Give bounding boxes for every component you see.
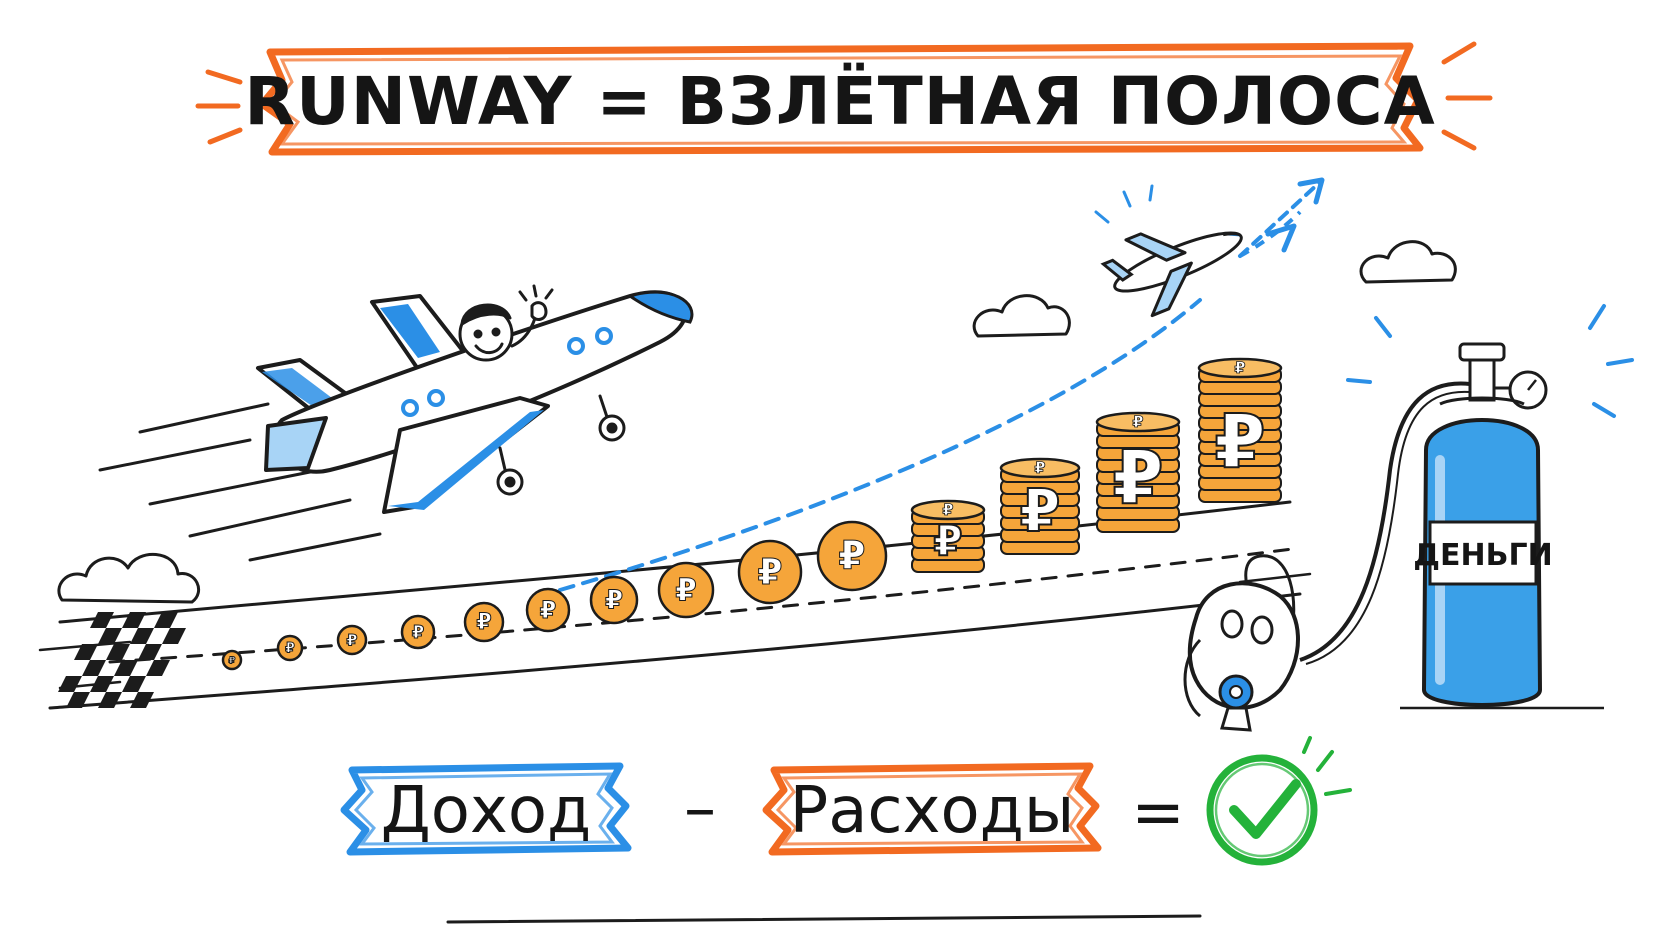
coin bbox=[737, 539, 803, 605]
minus-operator: – bbox=[684, 772, 716, 846]
coin-top-symbol: ₽ bbox=[1234, 358, 1245, 377]
coin bbox=[221, 649, 243, 671]
coin-stack-icon: ₽₽ bbox=[1197, 357, 1283, 503]
oxygen-mask-icon bbox=[1183, 381, 1471, 732]
coin-symbol: ₽ bbox=[476, 610, 491, 635]
coin bbox=[657, 561, 715, 619]
flag-square bbox=[122, 676, 146, 692]
flag-square bbox=[66, 692, 90, 708]
coin-top bbox=[1197, 357, 1283, 379]
coin-stack-icon: ₽₽ bbox=[1095, 411, 1181, 533]
flag-square bbox=[58, 676, 82, 692]
coin-symbol: ₽ bbox=[605, 586, 623, 616]
flag-square bbox=[106, 644, 130, 660]
landing-gear bbox=[496, 394, 626, 496]
page-title: RUNWAY = ВЗЛЁТНАЯ ПОЛОСА bbox=[244, 63, 1435, 140]
checkmark-circle-icon bbox=[1206, 736, 1352, 866]
cloud-icon bbox=[57, 553, 200, 604]
cloud-icon bbox=[972, 294, 1071, 338]
coin bbox=[463, 601, 505, 643]
income-box: Доход bbox=[340, 762, 632, 856]
coin-stack-symbol: ₽ bbox=[1112, 435, 1164, 521]
flag-square bbox=[90, 676, 114, 692]
small-airplane-icon bbox=[1100, 231, 1243, 318]
small-airplane-sparks bbox=[1094, 184, 1154, 224]
coin-symbol: ₽ bbox=[229, 655, 236, 666]
flight-trajectory bbox=[558, 177, 1325, 592]
coin bbox=[525, 587, 571, 633]
flag-square bbox=[82, 660, 106, 676]
coin-symbol: ₽ bbox=[757, 552, 782, 593]
finish-flag-icon bbox=[58, 612, 186, 708]
coin bbox=[276, 634, 304, 662]
coin-top bbox=[1095, 411, 1181, 433]
coin-stack-symbol: ₽ bbox=[1214, 399, 1266, 485]
expenses-label: Расходы bbox=[790, 774, 1075, 848]
expenses-box: Расходы bbox=[762, 762, 1102, 856]
formula-underline bbox=[446, 914, 1202, 924]
coin-symbol: ₽ bbox=[675, 572, 697, 608]
equals-operator: = bbox=[1131, 776, 1185, 850]
tank-sparks bbox=[1346, 304, 1634, 418]
title-spark-left bbox=[195, 69, 243, 145]
coin bbox=[816, 520, 888, 592]
flag-square bbox=[130, 628, 154, 644]
coin-stack-icon: ₽₽ bbox=[910, 499, 986, 573]
coin-top-symbol: ₽ bbox=[1034, 458, 1045, 477]
coin-stack-icon: ₽₽ bbox=[999, 457, 1081, 555]
flag-square bbox=[98, 692, 122, 708]
flag-square bbox=[130, 692, 154, 708]
coin-progression: ₽₽₽₽₽₽₽₽₽₽₽₽₽₽₽₽₽₽ bbox=[221, 357, 1283, 671]
gas-tank-icon: ДЕНЬГИ bbox=[1346, 304, 1634, 710]
coin-stack-symbol: ₽ bbox=[933, 516, 962, 565]
coin-top bbox=[910, 499, 986, 521]
airplane-windows bbox=[401, 327, 613, 417]
title-spark-right bbox=[1441, 41, 1493, 151]
coin-symbol: ₽ bbox=[838, 534, 865, 579]
tank-label: ДЕНЬГИ bbox=[1413, 538, 1552, 573]
coin-top bbox=[999, 457, 1081, 479]
coin-symbol: ₽ bbox=[285, 641, 295, 657]
flag-square bbox=[122, 612, 146, 628]
airplane-icon bbox=[98, 290, 694, 562]
cloud-icon bbox=[1359, 240, 1457, 284]
coin-top-symbol: ₽ bbox=[942, 500, 953, 519]
formula: Доход – Расходы = bbox=[340, 736, 1352, 924]
coin bbox=[400, 614, 436, 650]
coin bbox=[589, 575, 639, 625]
title-banner: RUNWAY = ВЗЛЁТНАЯ ПОЛОСА bbox=[195, 41, 1493, 156]
pilot-icon bbox=[458, 284, 554, 362]
coin bbox=[336, 624, 368, 656]
flag-square bbox=[154, 612, 178, 628]
flag-square bbox=[74, 644, 98, 660]
coin-top-symbol: ₽ bbox=[1132, 412, 1143, 431]
coin-symbol: ₽ bbox=[540, 596, 557, 624]
flag-square bbox=[162, 628, 186, 644]
flag-square bbox=[146, 660, 170, 676]
coin-symbol: ₽ bbox=[346, 630, 357, 649]
flag-square bbox=[90, 612, 114, 628]
motion-lines bbox=[98, 402, 382, 562]
coin-stack-symbol: ₽ bbox=[1019, 476, 1060, 545]
flag-square bbox=[138, 644, 162, 660]
income-label: Доход bbox=[381, 774, 591, 848]
flag-square bbox=[114, 660, 138, 676]
coin-symbol: ₽ bbox=[412, 622, 425, 643]
flag-square bbox=[98, 628, 122, 644]
